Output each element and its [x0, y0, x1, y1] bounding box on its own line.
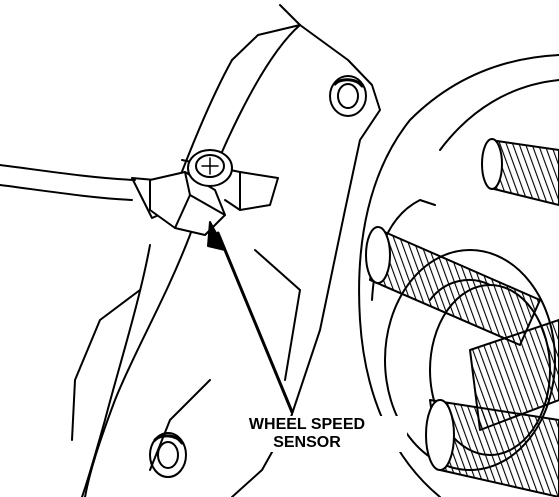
upper-mounting-stud [329, 75, 367, 117]
knuckle-plate [71, 4, 381, 497]
wheel-stud-middle [365, 226, 541, 346]
wheel-stud-lower [425, 319, 559, 497]
sensor-callout-label: WHEEL SPEED SENSOR [207, 416, 407, 452]
callout-arrow [207, 221, 294, 414]
sensor-bolt [187, 149, 233, 187]
wheel-stud-top [481, 138, 559, 206]
lower-mounting-stud [149, 432, 187, 478]
sensor-cable [0, 164, 171, 219]
callout-line-2: SENSOR [273, 434, 341, 451]
callout-line-1: WHEEL SPEED [248, 416, 366, 433]
